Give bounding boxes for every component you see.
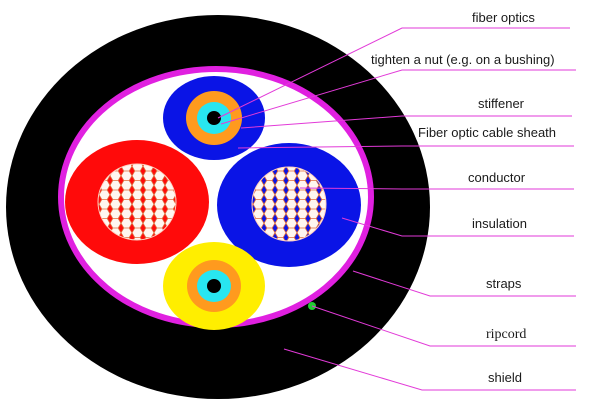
- label-tighten-nut: tighten a nut (e.g. on a bushing): [371, 52, 555, 67]
- label-ripcord: ripcord: [486, 327, 526, 342]
- label-shield: shield: [488, 370, 522, 385]
- label-sheath: Fiber optic cable sheath: [418, 125, 556, 140]
- leader-lines: [217, 27, 576, 391]
- blue-conductor: [217, 143, 361, 267]
- label-insulation: insulation: [472, 216, 527, 231]
- label-conductor: conductor: [468, 170, 526, 185]
- fiber-unit-top: [163, 76, 265, 160]
- label-fiber-optics: fiber optics: [472, 10, 535, 25]
- label-stiffener: stiffener: [478, 96, 525, 111]
- label-straps: straps: [486, 276, 522, 291]
- fiber-unit-bottom: [163, 242, 265, 330]
- red-conductor: [65, 140, 209, 264]
